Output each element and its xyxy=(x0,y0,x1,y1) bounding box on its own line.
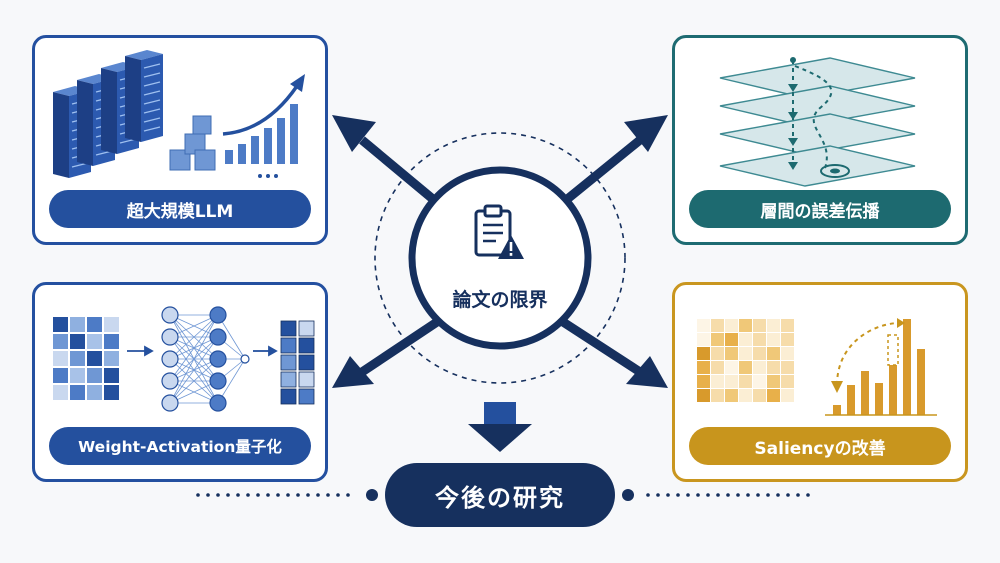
llm-label: 超大規模LLM xyxy=(126,201,234,222)
arrowhead-llm xyxy=(332,115,376,152)
layer-label-pill: 層間の誤差伝播 xyxy=(689,190,951,228)
connector-dot-left xyxy=(366,489,378,501)
dotted-line-right xyxy=(646,493,810,497)
arrow-to-layer xyxy=(557,136,643,209)
layer-label: 層間の誤差伝播 xyxy=(760,201,880,222)
dashed-ring xyxy=(374,132,626,384)
arrow-to-wa xyxy=(359,316,443,376)
card-weight-activation: Weight-Activation量子化 xyxy=(32,282,328,482)
down-arrow-icon xyxy=(468,402,532,452)
wa-label: Weight-Activation量子化 xyxy=(78,438,282,456)
arrowhead-layer xyxy=(624,115,668,152)
clipboard-warning-icon xyxy=(474,204,524,259)
neural-network-quantization-icon xyxy=(53,306,315,412)
card-saliency: Saliencyの改善 xyxy=(672,282,968,482)
arrowhead-wa xyxy=(332,356,374,388)
stacked-layers-error-icon xyxy=(719,57,916,187)
saliency-label-pill: Saliencyの改善 xyxy=(689,427,951,465)
saliency-label: Saliencyの改善 xyxy=(754,438,886,459)
card-layer-error: 層間の誤差伝播 xyxy=(672,35,968,245)
saliency-heatmap-bars-icon xyxy=(697,318,937,416)
center-label: 論文の限界 xyxy=(452,289,548,311)
arrow-to-saliency xyxy=(557,316,643,376)
wa-label-pill: Weight-Activation量子化 xyxy=(49,427,311,465)
arrowhead-saliency xyxy=(626,356,668,388)
future-research-button: 今後の研究 xyxy=(385,463,615,527)
dotted-line-left xyxy=(196,493,350,497)
server-rack-growth-icon xyxy=(53,50,305,178)
llm-label-pill: 超大規模LLM xyxy=(49,190,311,228)
connector-dot-right xyxy=(622,489,634,501)
arrow-to-llm xyxy=(359,136,443,209)
card-large-llm: 超大規模LLM xyxy=(32,35,328,245)
future-research-label: 今後の研究 xyxy=(435,483,565,512)
